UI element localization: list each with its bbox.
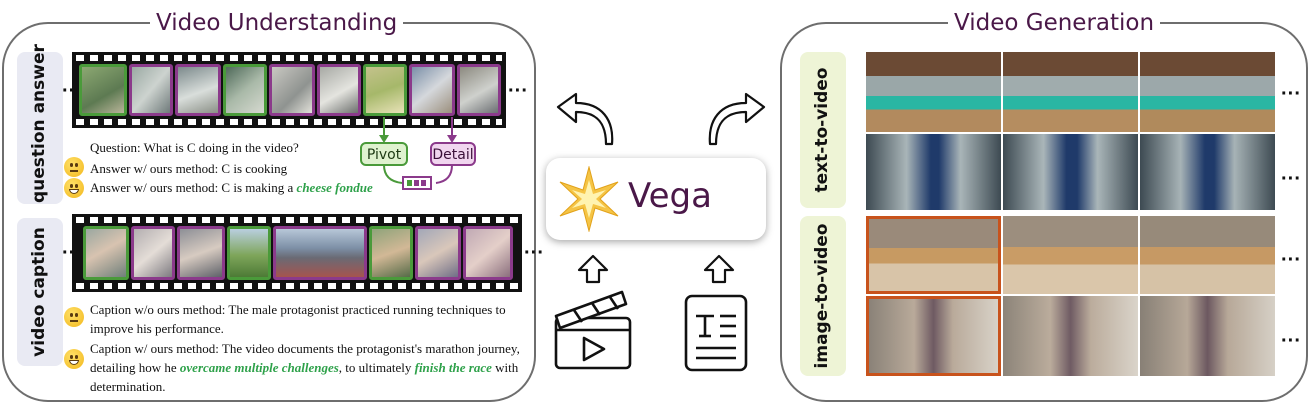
- caption-ellipsis-left: ···: [62, 242, 82, 264]
- qa-frame-4: [223, 64, 267, 116]
- caption-ellipsis-right: ···: [524, 242, 544, 264]
- up-arrow-icon: [577, 254, 609, 284]
- i2v-frame-2-1: [866, 296, 1001, 376]
- caption-frame-5: [273, 226, 367, 280]
- qa-frame-2: [129, 64, 173, 116]
- emoji-neutral-icon: [64, 157, 84, 177]
- emoji-grin-icon: [64, 178, 84, 198]
- qa-frame-8: [409, 64, 455, 116]
- t2v-frame-1-3: [1140, 52, 1275, 132]
- t2v-frame-2-1: [866, 134, 1001, 210]
- model-name: Vega: [628, 176, 712, 216]
- i2v-frame-1-2: [1003, 216, 1138, 294]
- emoji-neutral-icon: [64, 307, 84, 327]
- curved-arrow-icon: [556, 92, 614, 146]
- i2v-row2-ellipsis: ···: [1281, 330, 1301, 352]
- token-icon: [402, 176, 432, 190]
- i2v-row1-ellipsis: ···: [1281, 249, 1301, 271]
- answer-with: Answer w/ ours method: C is making a che…: [90, 180, 373, 195]
- caption-label: video caption: [29, 227, 49, 357]
- up-arrow-icon: [703, 254, 735, 284]
- pivot-tag: Pivot: [360, 142, 408, 166]
- curved-arrow-icon: [708, 92, 766, 146]
- caption-highlight-1: overcame multiple challenges: [179, 360, 339, 375]
- qa-ellipsis-left: ···: [62, 80, 82, 102]
- star-icon: [559, 166, 619, 232]
- t2v-frame-1-2: [1003, 52, 1138, 132]
- answer-highlight: cheese fondue: [296, 180, 373, 195]
- i2v-frame-1-3: [1140, 216, 1275, 294]
- caption-without: Caption w/o ours method: The male protag…: [90, 302, 506, 336]
- i2v-label: image-to-video: [812, 223, 832, 369]
- qa-label-box: [17, 52, 63, 204]
- emoji-grin-icon: [64, 349, 84, 369]
- caption-frame-4: [227, 226, 271, 280]
- t2v-label-box: [800, 52, 846, 208]
- question-text: Question: What is C doing in the video?: [90, 140, 299, 155]
- i2v-label-box: [800, 216, 846, 376]
- qa-frame-7: [363, 64, 407, 116]
- caption-label-box: [17, 218, 63, 366]
- qa-frame-9: [457, 64, 501, 116]
- caption-frame-6: [369, 226, 413, 280]
- text-document-icon: [684, 294, 748, 372]
- qa-frame-1: [79, 64, 127, 116]
- t2v-frame-2-3: [1140, 134, 1275, 210]
- t2v-frame-1-1: [866, 52, 1001, 132]
- qa-connectors: [379, 117, 457, 184]
- caption-highlight-2: finish the race: [414, 360, 492, 375]
- i2v-frame-2-3: [1140, 296, 1275, 376]
- detail-tag: Detail: [430, 142, 476, 166]
- qa-label: question answer: [29, 44, 49, 203]
- caption-frame-1: [83, 226, 129, 280]
- qa-frame-6: [317, 64, 361, 116]
- qa-frame-5: [269, 64, 315, 116]
- caption-frame-2: [131, 226, 175, 280]
- video-understanding-title: Video Understanding: [150, 9, 404, 37]
- t2v-frame-2-2: [1003, 134, 1138, 210]
- qa-ellipsis-right: ···: [508, 80, 528, 102]
- answer-without: Answer w/ ours method: C is cooking: [90, 161, 288, 176]
- caption-with: Caption w/ ours method: The video docume…: [90, 341, 520, 394]
- i2v-frame-1-1: [866, 216, 1001, 294]
- qa-frame-3: [175, 64, 221, 116]
- i2v-frame-2-2: [1003, 296, 1138, 376]
- t2v-row2-ellipsis: ···: [1281, 168, 1301, 190]
- caption-frame-3: [177, 226, 225, 280]
- t2v-row1-ellipsis: ···: [1281, 83, 1301, 105]
- video-generation-title: Video Generation: [948, 9, 1161, 37]
- caption-frame-7: [415, 226, 461, 280]
- t2v-label: text-to-video: [812, 67, 832, 193]
- clapperboard-icon: [554, 290, 632, 370]
- caption-frame-8: [463, 226, 513, 280]
